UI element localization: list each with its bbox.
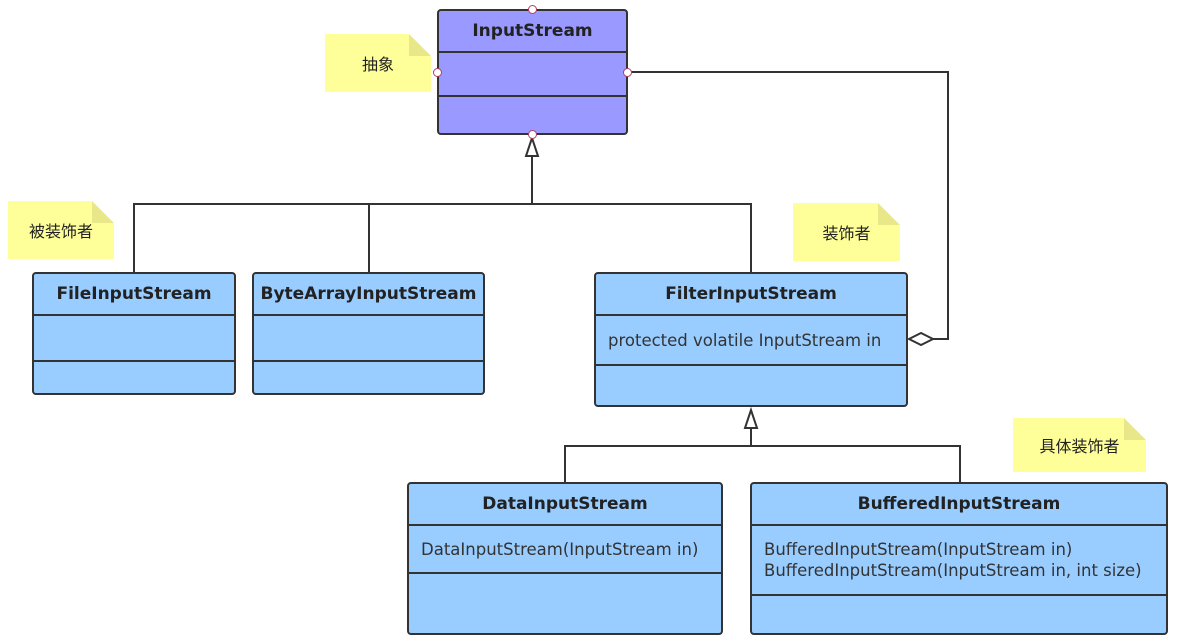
- class-bufferedinputstream[interactable]: BufferedInputStream BufferedInputStream(…: [750, 482, 1168, 635]
- aggregation-diamond: [906, 331, 936, 347]
- attribute-item: BufferedInputStream(InputStream in): [764, 540, 1073, 559]
- generalization-line-file: [133, 203, 532, 272]
- class-inputstream[interactable]: InputStream: [437, 9, 628, 135]
- selection-handle-left[interactable]: [433, 68, 442, 77]
- generalization-line-filter: [532, 203, 752, 272]
- note-decorated[interactable]: 被装饰者: [8, 201, 114, 259]
- attribute-item: protected volatile InputStream in: [608, 330, 882, 350]
- attribute-item: DataInputStream(InputStream in): [421, 539, 699, 559]
- class-inputstream-operations: [439, 97, 626, 133]
- class-bytearrayinputstream-operations: [254, 362, 483, 393]
- class-bytearrayinputstream-attributes: [254, 316, 483, 362]
- note-decorated-text: 被装饰者: [28, 222, 93, 241]
- class-fileinputstream-attributes: [34, 316, 234, 362]
- class-bytearrayinputstream[interactable]: ByteArrayInputStream: [252, 272, 485, 395]
- class-inputstream-attributes: [439, 53, 626, 97]
- class-fileinputstream-operations: [34, 362, 234, 393]
- generalization-arrowhead-filterinputstream: [743, 406, 759, 429]
- class-fileinputstream-name: FileInputStream: [34, 274, 234, 316]
- class-bufferedinputstream-name: BufferedInputStream: [752, 484, 1166, 526]
- note-concrete-decorator-text: 具体装饰者: [1039, 437, 1120, 456]
- generalization-arrowhead-inputstream: [524, 134, 540, 157]
- attribute-item: BufferedInputStream(InputStream in, int …: [764, 561, 1142, 580]
- note-concrete-decorator[interactable]: 具体装饰者: [1013, 418, 1146, 472]
- class-datainputstream-name: DataInputStream: [409, 484, 721, 526]
- class-filterinputstream-name: FilterInputStream: [596, 274, 906, 316]
- note-abstract-text: 抽象: [361, 55, 394, 74]
- selection-handle-bottom[interactable]: [528, 130, 537, 139]
- note-decorator-text: 装饰者: [822, 224, 871, 243]
- class-filterinputstream-operations: [596, 366, 906, 405]
- class-filterinputstream[interactable]: FilterInputStream protected volatile Inp…: [594, 272, 908, 407]
- class-datainputstream-attributes: DataInputStream(InputStream in): [409, 526, 721, 574]
- class-filterinputstream-attributes: protected volatile InputStream in: [596, 316, 906, 366]
- aggregation-line: [628, 71, 949, 340]
- class-bufferedinputstream-attributes: BufferedInputStream(InputStream in) Buff…: [752, 526, 1166, 596]
- generalization-line-buffered: [751, 445, 961, 482]
- class-datainputstream-operations: [409, 574, 721, 633]
- class-inputstream-name: InputStream: [439, 11, 626, 53]
- note-decorator[interactable]: 装饰者: [793, 203, 900, 261]
- class-datainputstream[interactable]: DataInputStream DataInputStream(InputStr…: [407, 482, 723, 635]
- class-bytearrayinputstream-name: ByteArrayInputStream: [254, 274, 483, 316]
- selection-handle-right[interactable]: [623, 68, 632, 77]
- generalization-line-data: [564, 445, 751, 482]
- class-bufferedinputstream-operations: [752, 596, 1166, 633]
- class-fileinputstream[interactable]: FileInputStream: [32, 272, 236, 395]
- selection-handle-top[interactable]: [528, 5, 537, 14]
- note-abstract[interactable]: 抽象: [325, 34, 431, 92]
